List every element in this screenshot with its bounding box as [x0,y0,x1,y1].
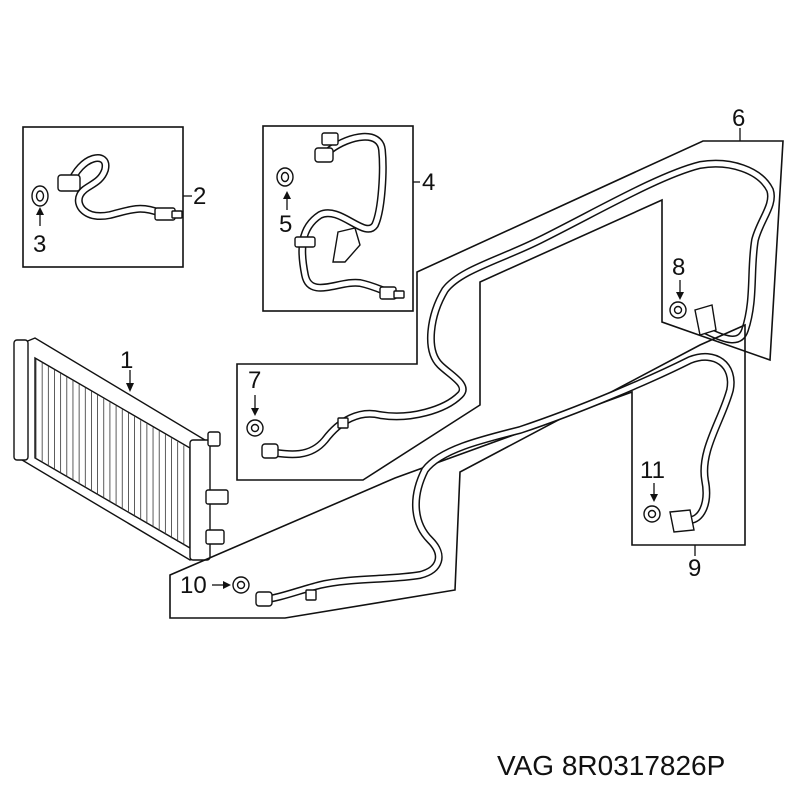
callout-7: 7 [248,367,261,394]
arrow-1 [126,383,134,392]
callout-10: 10 [180,572,207,599]
callout-6: 6 [732,105,745,132]
hose-assembly-4 [294,132,405,300]
callout-8: 8 [672,254,685,281]
part-number-label: VAG 8R0317826P [497,750,725,781]
callout-1: 1 [120,347,133,374]
oil-line-6 [261,159,775,459]
radiator-fins [35,359,191,549]
box-hose-4 [262,125,414,312]
box-hose-2 [22,126,184,268]
oil-cooler-radiator [13,337,229,561]
arrow-10 [223,581,231,589]
box-line-6 [236,140,784,481]
callout-2: 2 [193,183,206,210]
callout-5: 5 [279,211,292,238]
callout-9: 9 [688,555,701,582]
arrow-7 [251,408,259,416]
callout-11: 11 [640,457,665,484]
arrow-5 [283,191,291,199]
arrow-3 [36,207,44,215]
arrow-8 [676,292,684,300]
hose-assembly-2 [57,154,183,221]
oil-line-9 [255,352,735,607]
callout-4: 4 [422,169,435,196]
callout-3: 3 [33,231,46,258]
arrow-11 [650,494,658,502]
